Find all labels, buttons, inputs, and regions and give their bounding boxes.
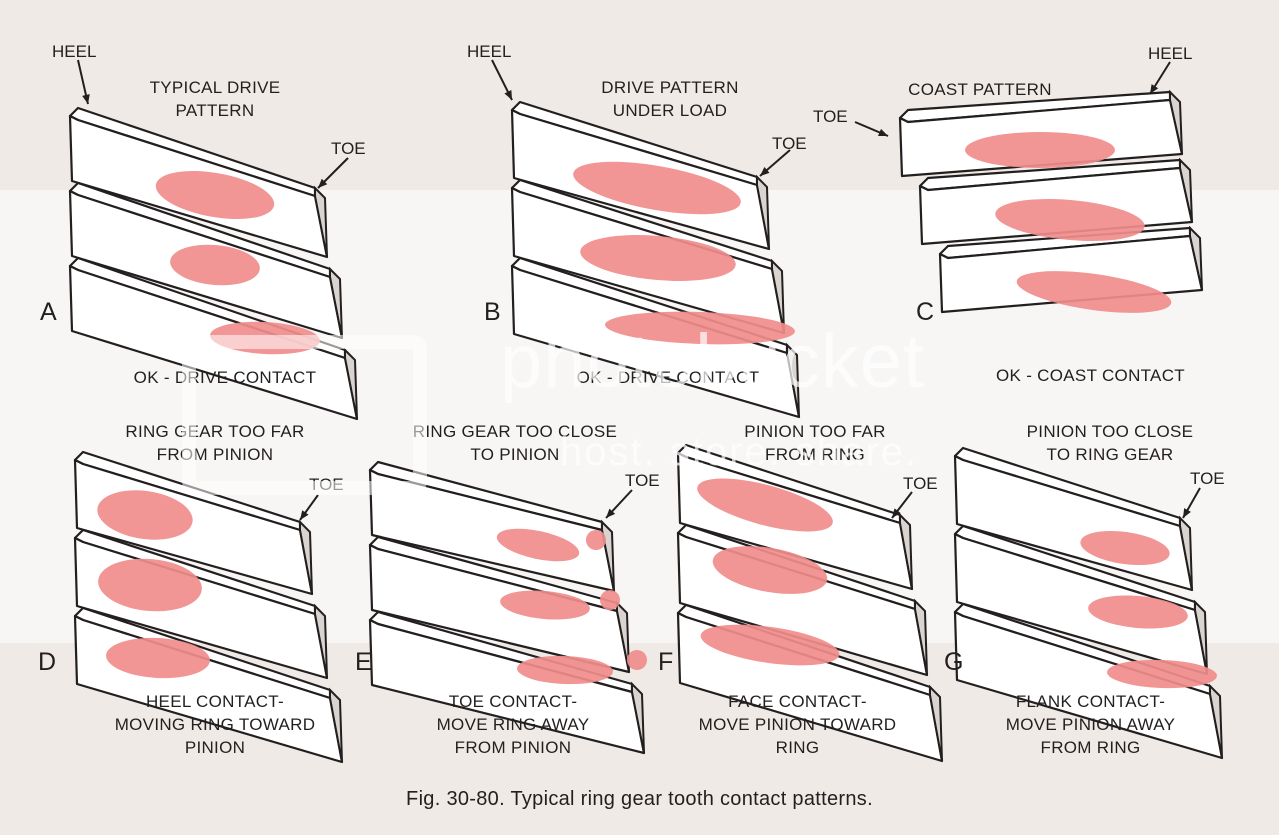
panel-b-contact-patch-3 bbox=[605, 311, 795, 345]
panel-a-contact-patch-1 bbox=[155, 170, 275, 220]
panel-b-result: OK - DRIVE CONTACT bbox=[576, 368, 760, 387]
panel-b-toe-arrow-icon-head bbox=[760, 167, 770, 176]
panel-e-contact-patch-1 bbox=[496, 528, 580, 562]
panel-g-letter: G bbox=[944, 648, 964, 676]
panel-c-heel-arrow-icon-head bbox=[1150, 84, 1159, 94]
panel-f-contact-patch-2 bbox=[712, 546, 828, 594]
panel-f-result: FACE CONTACT- MOVE PINION TOWARD RING bbox=[698, 692, 897, 757]
panel-b-contact-patch-1 bbox=[573, 161, 741, 215]
panel-e-contact-patch-4 bbox=[586, 530, 606, 550]
panel-g-toe-arrow-icon-head bbox=[1183, 508, 1191, 518]
panel-d-letter: D bbox=[38, 648, 57, 676]
panel-a-heel-arrow-icon-head bbox=[82, 94, 90, 104]
panel-g-title: PINION TOO CLOSE TO RING GEAR bbox=[1026, 422, 1194, 464]
panel-d-contact-patch-1 bbox=[97, 490, 193, 540]
panel-e-toe-label: TOE bbox=[625, 471, 660, 490]
panel-b-heel-arrow-icon-head bbox=[504, 90, 512, 100]
panel-b-tooth-1-side bbox=[756, 174, 770, 250]
panel-e-tooth-3-side bbox=[631, 681, 645, 754]
panel-f-tooth-2-side bbox=[914, 598, 928, 676]
panel-c-toe-label: TOE bbox=[813, 107, 848, 126]
panel-f-contact-patch-3 bbox=[700, 624, 840, 666]
figure-caption: Fig. 30-80. Typical ring gear tooth cont… bbox=[406, 788, 873, 810]
panel-d-tooth-2-side bbox=[314, 603, 328, 679]
panel-e-toe-arrow-icon-head bbox=[606, 508, 616, 518]
panel-a-contact-patch-2 bbox=[170, 244, 260, 286]
panel-c-title: COAST PATTERN bbox=[908, 80, 1052, 99]
panel-d-tooth-3-side bbox=[329, 687, 343, 763]
panel-c-tooth-3-side bbox=[1189, 225, 1203, 291]
panel-c-contact-patch-3 bbox=[1016, 271, 1172, 313]
panel-d-tooth-1-side bbox=[299, 519, 313, 595]
panel-b-toe-label: TOE bbox=[772, 134, 807, 153]
panel-e-contact-patch-5 bbox=[600, 590, 620, 610]
watermark-logo-icon bbox=[182, 335, 427, 495]
panel-d-result: HEEL CONTACT- MOVING RING TOWARD PINION bbox=[114, 692, 316, 757]
panel-c-letter: C bbox=[916, 298, 935, 326]
panel-d-contact-patch-3 bbox=[106, 637, 210, 679]
panel-g-tooth-3-side bbox=[1209, 683, 1223, 759]
panel-g-result: FLANK CONTACT- MOVE PINION AWAY FROM RIN… bbox=[1005, 692, 1176, 757]
panel-c-tooth-1-side bbox=[1169, 89, 1183, 155]
panel-f-letter: F bbox=[658, 648, 674, 676]
panel-a-toe-label: TOE bbox=[331, 139, 366, 158]
panel-g-tooth-1-side bbox=[1179, 515, 1193, 591]
panel-d-toe-arrow-icon-head bbox=[300, 510, 309, 520]
watermark-tagline: host. store. share. bbox=[560, 430, 919, 474]
panel-d-contact-patch-2 bbox=[98, 558, 202, 612]
panel-c-contact-patch-1 bbox=[965, 132, 1115, 168]
panel-b-letter: B bbox=[484, 298, 501, 326]
panel-a-tooth-3-side bbox=[344, 347, 358, 420]
panel-f-title: PINION TOO FAR FROM RING bbox=[744, 422, 886, 464]
panel-c-toe-arrow-icon-head bbox=[878, 128, 888, 136]
panel-c-heel-label: HEEL bbox=[1148, 44, 1193, 63]
panel-f-toe-label: TOE bbox=[903, 474, 938, 493]
panel-b-heel-label: HEEL bbox=[467, 42, 512, 61]
panel-e-tooth-2-side bbox=[616, 600, 630, 673]
panel-g-contact-patch-1 bbox=[1080, 530, 1170, 566]
panel-a-title: TYPICAL DRIVE PATTERN bbox=[149, 78, 281, 120]
panel-g-contact-patch-2 bbox=[1088, 595, 1188, 629]
panel-a-letter: A bbox=[40, 298, 57, 326]
watermark-text: photobucket bbox=[500, 319, 926, 404]
panel-b-contact-patch-2 bbox=[580, 235, 736, 281]
panel-b-title: DRIVE PATTERN UNDER LOAD bbox=[601, 78, 739, 120]
panel-c-tooth-2-side bbox=[1179, 157, 1193, 223]
panel-e-contact-patch-6 bbox=[627, 650, 647, 670]
panel-a-heel-label: HEEL bbox=[52, 42, 97, 61]
panel-f-contact-patch-1 bbox=[697, 478, 833, 532]
panel-e-contact-patch-2 bbox=[500, 590, 590, 620]
panel-b-tooth-3-side bbox=[786, 342, 800, 418]
panel-f-tooth-1-side bbox=[899, 512, 913, 590]
panel-c-contact-patch-2 bbox=[995, 199, 1145, 241]
panel-a-tooth-1-side bbox=[314, 185, 328, 258]
panel-e-letter: E bbox=[355, 648, 372, 676]
panel-e-contact-patch-3 bbox=[517, 655, 613, 685]
panel-f-tooth-3-side bbox=[929, 684, 943, 762]
panel-a-toe-arrow-icon-head bbox=[318, 178, 328, 188]
panel-c-result: OK - COAST CONTACT bbox=[996, 366, 1185, 385]
panel-g-toe-label: TOE bbox=[1190, 469, 1225, 488]
panel-g-contact-patch-3 bbox=[1107, 659, 1217, 689]
panel-e-result: TOE CONTACT- MOVE RING AWAY FROM PINION bbox=[436, 692, 590, 757]
panel-f-toe-arrow-icon-head bbox=[892, 508, 901, 518]
